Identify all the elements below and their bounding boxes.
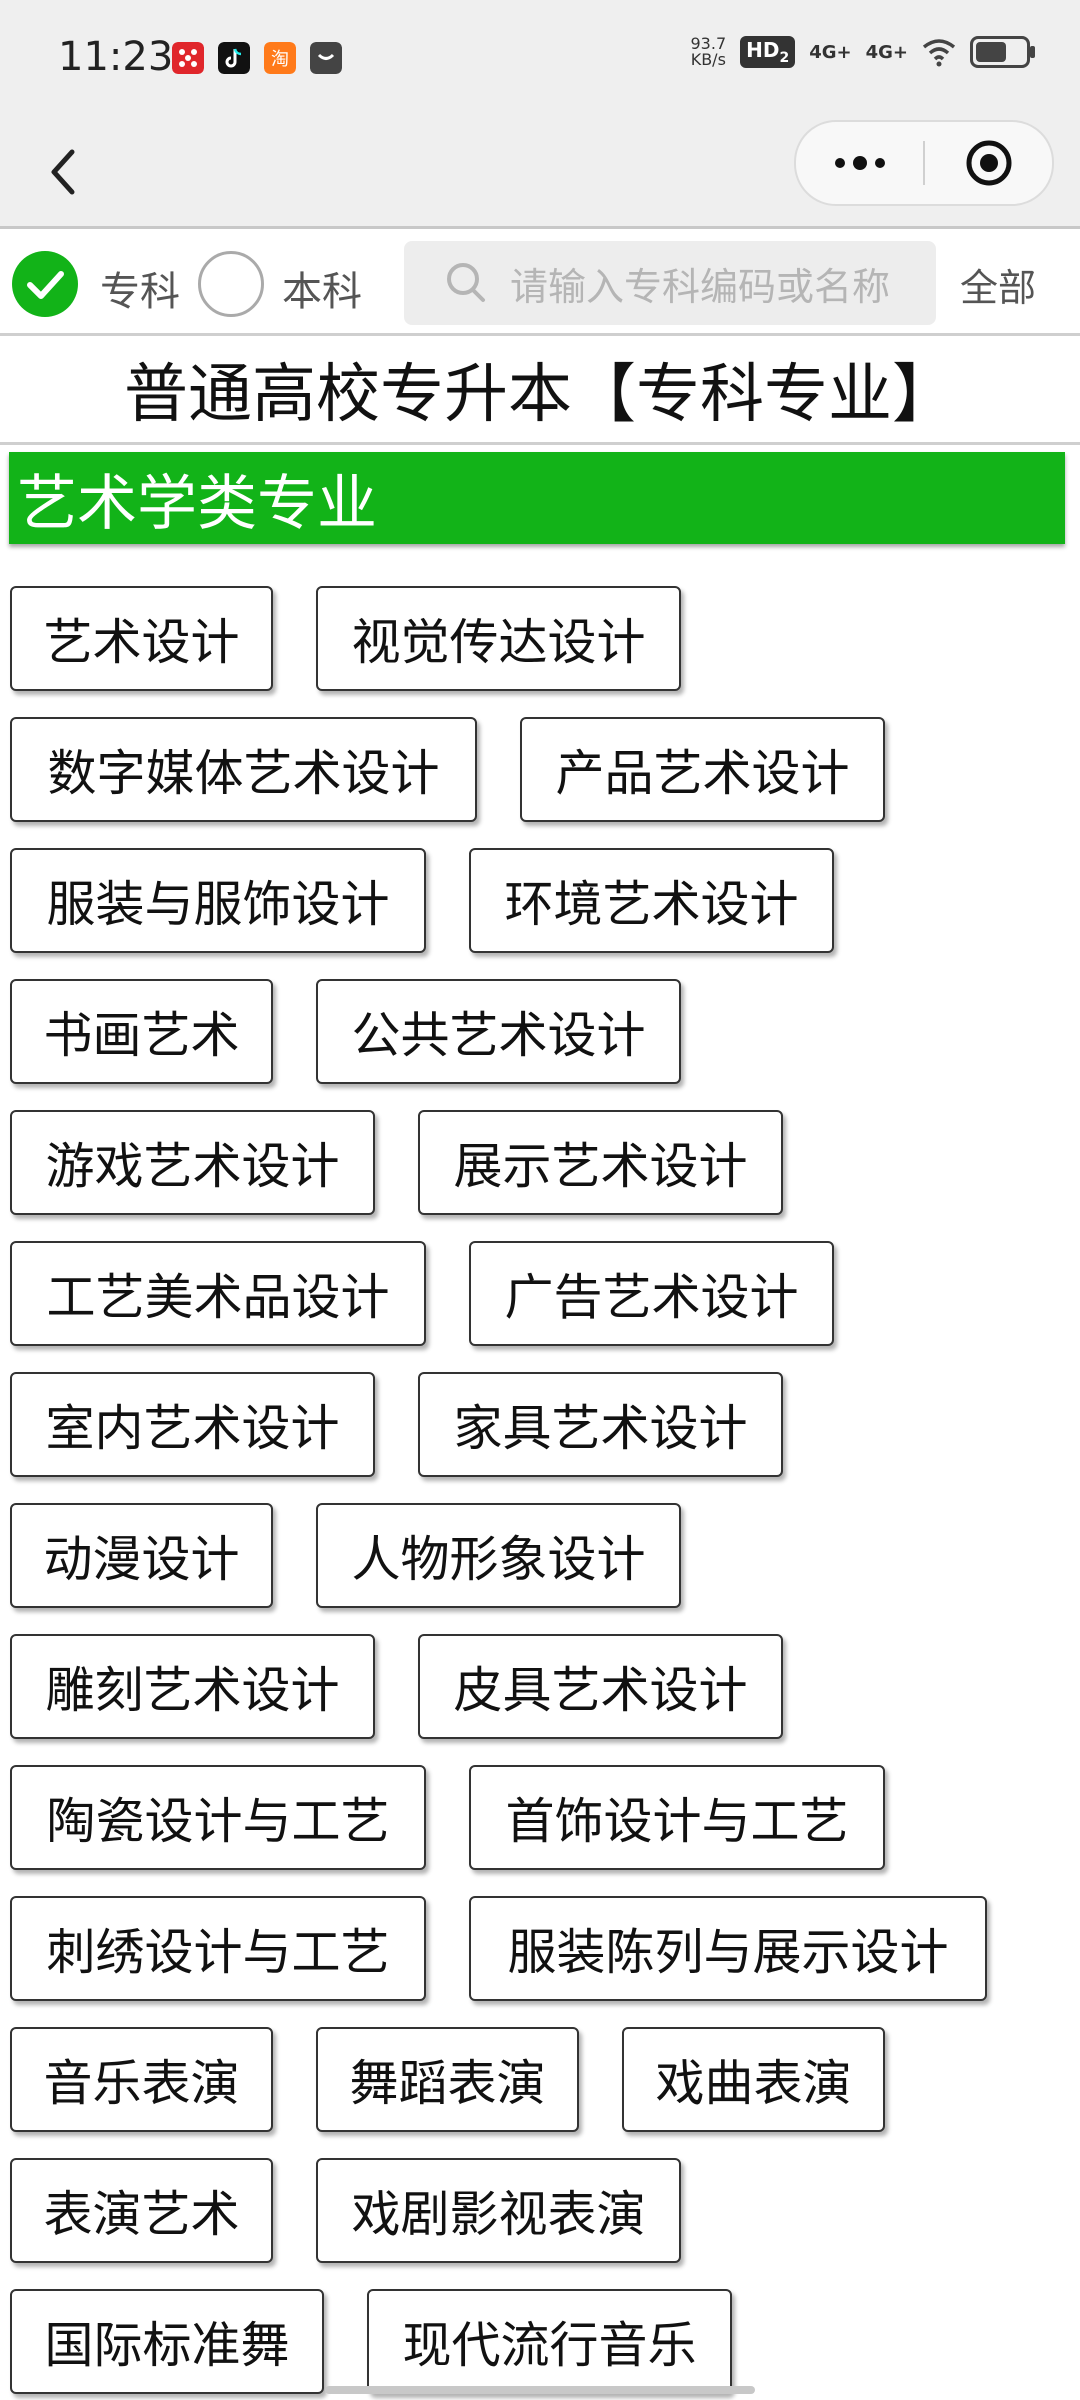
- category-header: 艺术学类专业: [9, 452, 1065, 544]
- checkmark-icon: [27, 271, 64, 299]
- home-indicator[interactable]: [325, 2386, 755, 2394]
- more-button[interactable]: [796, 122, 923, 204]
- tiktok-icon: [218, 42, 250, 74]
- radio-benke[interactable]: [198, 251, 264, 317]
- svg-text:淘: 淘: [271, 49, 289, 70]
- major-chip[interactable]: 工艺美术品设计: [10, 1241, 426, 1346]
- major-chip[interactable]: 陶瓷设计与工艺: [10, 1765, 426, 1870]
- major-chip[interactable]: 数字媒体艺术设计: [10, 717, 477, 822]
- major-chip[interactable]: 广告艺术设计: [469, 1241, 834, 1346]
- major-chip[interactable]: 环境艺术设计: [469, 848, 834, 953]
- more-dots-icon: [834, 156, 885, 170]
- major-chip[interactable]: 首饰设计与工艺: [469, 1765, 885, 1870]
- search-placeholder: 请输入专科编码或名称: [510, 264, 891, 309]
- all-filter-button[interactable]: 全部: [960, 266, 1037, 310]
- major-chip[interactable]: 家具艺术设计: [418, 1372, 783, 1477]
- major-chip[interactable]: 现代流行音乐: [367, 2289, 732, 2394]
- status-app-icons: 淘: [172, 42, 342, 74]
- major-chip[interactable]: 服装陈列与展示设计: [469, 1896, 987, 2001]
- major-chip[interactable]: 皮具艺术设计: [418, 1634, 783, 1739]
- hd-badge: HD2: [740, 36, 796, 68]
- major-chip[interactable]: 戏剧影视表演: [316, 2158, 681, 2263]
- status-indicators: 93.7 KB/s HD2 4G+ 4G+: [690, 34, 1035, 69]
- major-chip[interactable]: 室内艺术设计: [10, 1372, 375, 1477]
- taobao-icon: 淘: [264, 42, 296, 74]
- major-chip[interactable]: 人物形象设计: [316, 1503, 681, 1608]
- app-red-icon: [172, 42, 204, 74]
- radio-label-zhuanke[interactable]: 专科: [100, 269, 180, 315]
- radio-label-benke[interactable]: 本科: [282, 269, 362, 315]
- major-chip[interactable]: 雕刻艺术设计: [10, 1634, 375, 1739]
- search-input[interactable]: 请输入专科编码或名称: [404, 241, 936, 325]
- wifi-icon: [922, 39, 956, 67]
- status-bar: 11:23 淘 93.7 KB/s HD2 4G+ 4G+: [0, 0, 1080, 120]
- major-chip[interactable]: 视觉传达设计: [316, 586, 681, 691]
- major-chip[interactable]: 音乐表演: [10, 2027, 273, 2132]
- major-chip[interactable]: 书画艺术: [10, 979, 273, 1084]
- nav-bar: [0, 120, 1080, 229]
- major-chip[interactable]: 动漫设计: [10, 1503, 273, 1608]
- major-chip[interactable]: 艺术设计: [10, 586, 273, 691]
- major-chip[interactable]: 舞蹈表演: [316, 2027, 579, 2132]
- page-title: 普通高校专升本【专科专业】: [0, 336, 1080, 445]
- mini-program-capsule: [794, 120, 1054, 206]
- target-icon: [966, 140, 1011, 186]
- status-time: 11:23: [58, 34, 174, 80]
- capsule-divider: [923, 141, 925, 185]
- network-speed: 93.7 KB/s: [690, 34, 727, 69]
- battery-icon: [970, 36, 1035, 68]
- signal-4g-1: 4G+: [809, 41, 852, 63]
- search-icon: [447, 263, 485, 302]
- major-chip[interactable]: 戏曲表演: [622, 2027, 885, 2132]
- close-mini-program-button[interactable]: [925, 122, 1052, 204]
- radio-zhuanke[interactable]: [12, 251, 78, 317]
- major-chip[interactable]: 刺绣设计与工艺: [10, 1896, 426, 2001]
- major-chip[interactable]: 展示艺术设计: [418, 1110, 783, 1215]
- major-chip[interactable]: 国际标准舞: [10, 2289, 324, 2394]
- category-title: 艺术学类专业: [17, 468, 377, 539]
- major-chip[interactable]: 服装与服饰设计: [10, 848, 426, 953]
- chevron-left-icon[interactable]: [32, 132, 102, 212]
- major-chip[interactable]: 表演艺术: [10, 2158, 273, 2263]
- major-chip[interactable]: 产品艺术设计: [520, 717, 885, 822]
- signal-4g-2: 4G+: [865, 41, 908, 63]
- major-chip[interactable]: 公共艺术设计: [316, 979, 681, 1084]
- major-chip[interactable]: 游戏艺术设计: [10, 1110, 375, 1215]
- filter-row: 专科 本科 请输入专科编码或名称 全部: [0, 229, 1080, 336]
- message-app-icon: [310, 42, 342, 74]
